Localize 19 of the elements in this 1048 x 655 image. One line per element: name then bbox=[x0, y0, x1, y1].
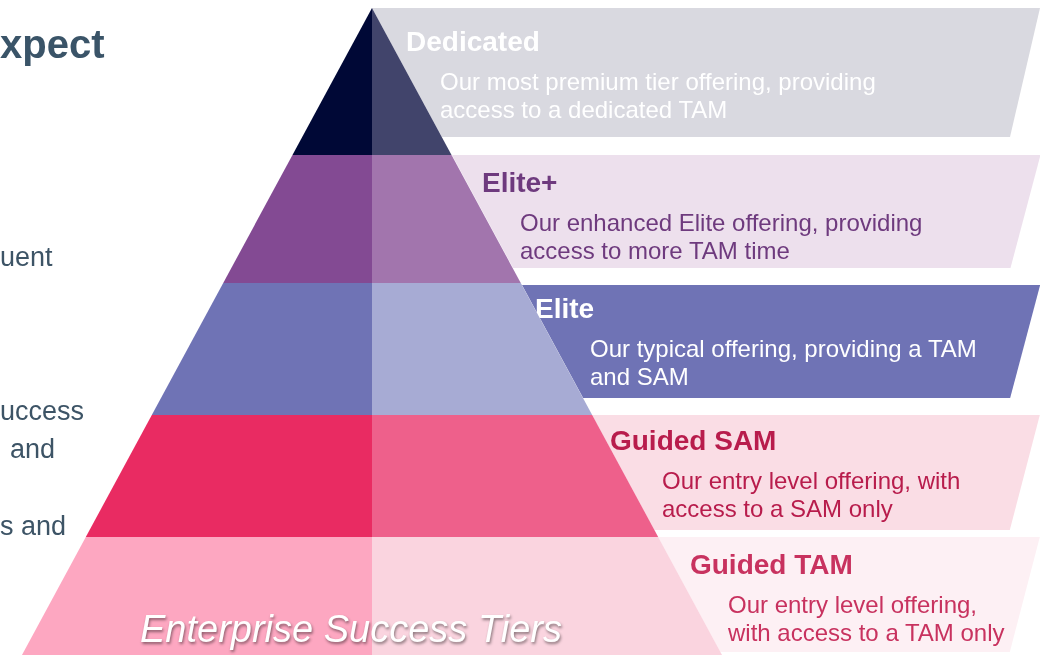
tier-banner bbox=[521, 285, 1040, 398]
tier-description: Our entry level offering, with access to a TAM only bbox=[728, 591, 1006, 647]
tier-title: Guided TAM bbox=[690, 549, 853, 581]
body-text: s and bbox=[0, 510, 67, 543]
tier-banner bbox=[372, 8, 1040, 137]
tier-description: Our entry level offering, with access to a SAM only bbox=[662, 467, 962, 523]
body-text: uent bbox=[0, 241, 53, 274]
pyramid-caption: Enterprise Success Tiers bbox=[140, 607, 563, 652]
tier-description: Our enhanced Elite offering, providing access to more TAM time bbox=[520, 209, 924, 265]
tier-title: Guided SAM bbox=[610, 425, 777, 457]
tier-title: Elite bbox=[535, 293, 595, 325]
body-text: uccess bbox=[0, 395, 85, 428]
tier-banner bbox=[592, 415, 1040, 530]
tier-banner bbox=[451, 155, 1040, 268]
tier-title: Elite+ bbox=[482, 167, 558, 199]
body-text: and bbox=[10, 433, 56, 466]
tier-description: Our typical offering, providing a TAM and SAM bbox=[590, 335, 978, 391]
heading: xpect bbox=[0, 21, 105, 68]
tier-banner bbox=[658, 537, 1040, 652]
